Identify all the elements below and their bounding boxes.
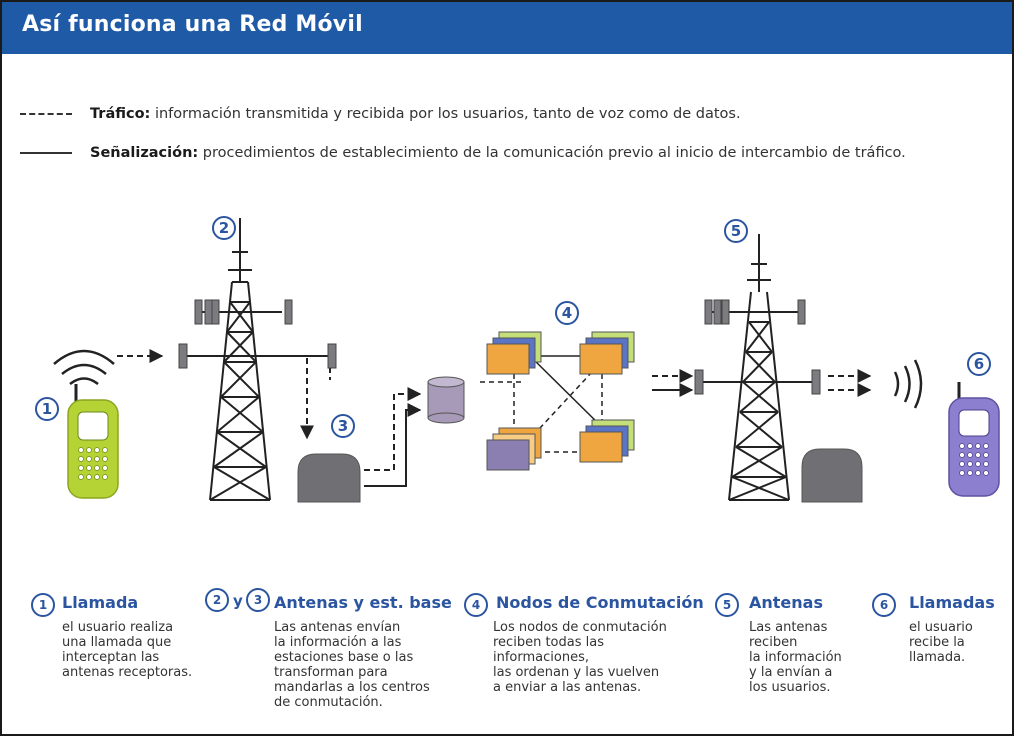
diagram-number-3: 3 — [331, 414, 355, 438]
svg-text:2: 2 — [219, 219, 229, 237]
antenna-panels-right — [694, 299, 821, 395]
switching-nodes-icon — [480, 331, 635, 471]
legend-traffic: Tráfico: información transmitida y recib… — [20, 106, 741, 122]
diagram-number-5: 5 — [724, 219, 748, 243]
step-number-2: 2 — [205, 588, 229, 612]
legend-signaling-label: Señalización: — [90, 145, 199, 161]
antenna-panels-left — [178, 299, 337, 369]
step-and-text: y — [233, 592, 243, 610]
step-5-text: Las antenas reciben la información y la … — [749, 620, 842, 695]
svg-text:4: 4 — [562, 304, 572, 322]
svg-text:3: 3 — [338, 417, 348, 435]
base-station-left-icon — [297, 453, 361, 503]
step-2-3-text: Las antenas envían la información a las … — [274, 620, 430, 710]
svg-text:6: 6 — [974, 355, 984, 373]
step-4-title: Nodos de Conmutación — [496, 593, 704, 612]
diagram-number-4: 4 — [555, 301, 579, 325]
step-number-6: 6 — [872, 593, 896, 617]
step-6-title: Llamadas — [909, 593, 995, 612]
diagram-number-2: 2 — [212, 216, 236, 240]
legend-signaling: Señalización: procedimientos de establec… — [20, 145, 906, 161]
step-1-text: el usuario realiza una llamada que inter… — [62, 620, 193, 680]
step-number-5: 5 — [715, 593, 739, 617]
legend-signaling-text: procedimientos de establecimiento de la … — [198, 145, 906, 161]
base-station-right-icon — [801, 448, 863, 503]
signal-waves-icon — [893, 359, 923, 409]
step-1-title: Llamada — [62, 593, 139, 612]
step-6-text: el usuario recibe la llamada. — [909, 620, 973, 665]
step-number-1: 1 — [31, 593, 55, 617]
title-bar: Así funciona una Red Móvil — [2, 2, 1012, 54]
page-title: Así funciona una Red Móvil — [22, 12, 363, 37]
database-icon — [427, 376, 465, 424]
legend-traffic-label: Tráfico: — [90, 106, 151, 122]
solid-line-icon — [20, 152, 72, 154]
legend-traffic-text: información transmitida y recibida por l… — [150, 106, 741, 122]
dashed-line-icon — [20, 113, 72, 115]
step-5-title: Antenas — [749, 593, 823, 612]
diagram-number-6: 6 — [967, 352, 991, 376]
step-4-text: Los nodos de conmutación reciben todas l… — [493, 620, 667, 695]
diagram-number-1: 1 — [35, 397, 59, 421]
svg-text:1: 1 — [42, 400, 52, 418]
antenna-tower-left-icon — [186, 218, 328, 501]
step-number-4: 4 — [464, 593, 488, 617]
step-number-3: 3 — [246, 588, 270, 612]
phone-purple-icon — [948, 382, 1000, 497]
phone-green-icon — [53, 349, 119, 499]
antenna-tower-right-icon — [702, 234, 812, 501]
step-2-3-title: Antenas y est. base — [274, 593, 452, 612]
svg-text:5: 5 — [731, 222, 741, 240]
